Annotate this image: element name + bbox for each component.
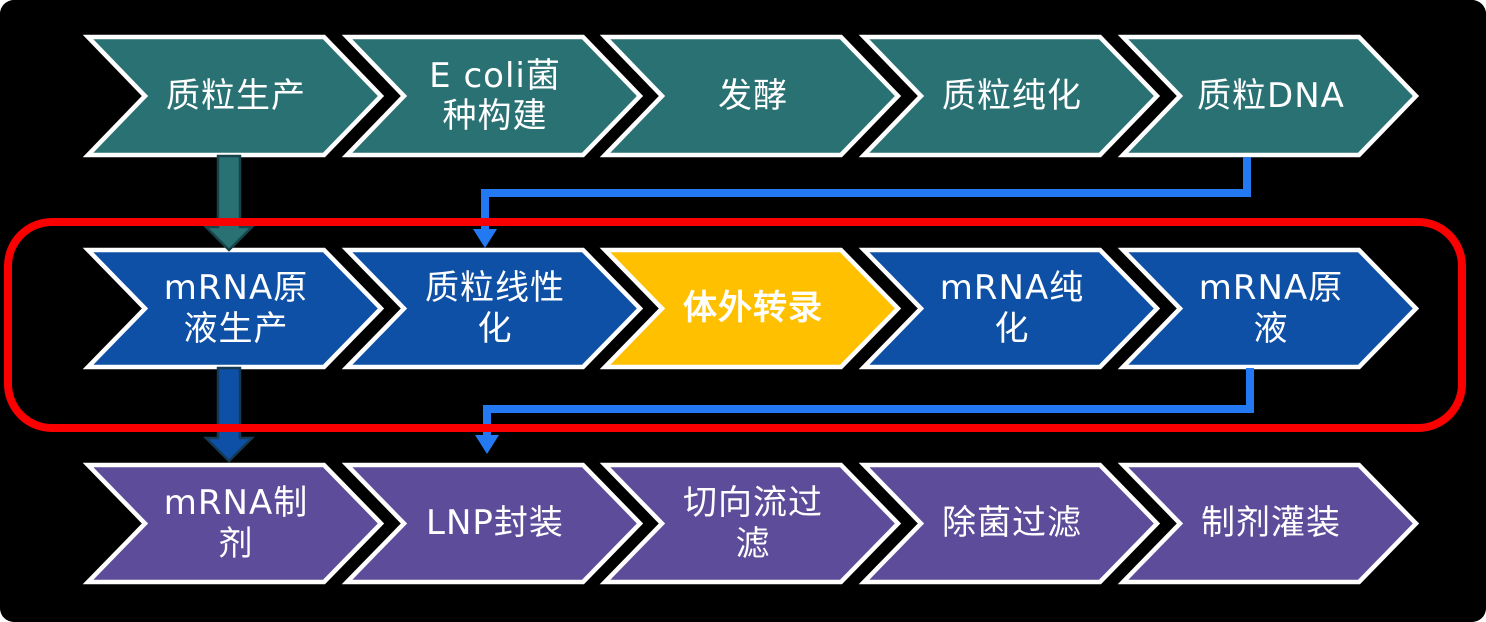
chevron-plasmid-dna: [1117, 34, 1420, 158]
chevron-plasmid-linearization: [341, 247, 644, 370]
chevron-mrna-bulk: [1117, 247, 1420, 370]
chevron-plasmid-production: [82, 34, 385, 158]
chevron-mrna-bulk-production: [82, 247, 385, 370]
chevron-fermentation: [599, 34, 902, 158]
elbow-connector-plasmid-dna-to-linearization: [481, 157, 1251, 230]
chevron-plasmid-purification: [858, 34, 1161, 158]
chevron-ecoli-strain-construction: [341, 34, 644, 158]
chevron-tangential-flow-filtration: [599, 462, 902, 585]
down-arrow-teal-icon: [202, 154, 256, 252]
chevron-sterile-filtration: [858, 462, 1161, 585]
chevron-drug-product-filling: [1117, 462, 1420, 585]
down-arrow-blue-icon: [202, 366, 256, 463]
elbow-arrowhead-2-icon: [475, 435, 499, 454]
highlight-box-mrna-bulk-row: [4, 218, 1466, 432]
elbow-connector-mrna-bulk-to-lnp: [483, 368, 1254, 436]
chevron-lnp-encapsulation: [341, 462, 644, 585]
chevron-mrna-drug-product: [82, 462, 385, 585]
chevron-mrna-purification: [858, 247, 1161, 370]
chevron-in-vitro-transcription: [599, 247, 902, 370]
elbow-arrowhead-1-icon: [473, 229, 497, 248]
